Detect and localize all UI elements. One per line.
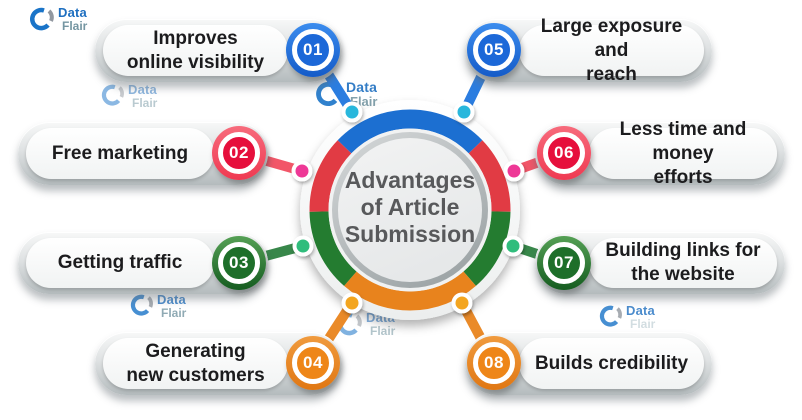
dot-green-left — [296, 239, 310, 253]
number-badge-value: 06 — [543, 132, 585, 174]
brand-data-label: Data — [157, 292, 186, 307]
number-badge-value: 02 — [218, 132, 260, 174]
center-title-line3: Submission — [344, 221, 476, 247]
number-badge-02: 02 — [212, 126, 266, 180]
number-badge-value: 04 — [292, 342, 334, 384]
dot-cyan-left — [345, 105, 359, 119]
dataflair-icon — [101, 84, 124, 106]
advantage-label-02: Free marketing — [26, 128, 214, 179]
number-badge-value: 08 — [473, 342, 515, 384]
advantage-label-01: Improves online visibility — [103, 25, 288, 76]
brand-data-label: Data — [58, 5, 87, 20]
center-title: Advantages of Article Submission — [328, 167, 492, 248]
center-title-line1: Advantages — [344, 167, 476, 193]
number-badge-value: 05 — [473, 29, 515, 71]
rim-dots — [291, 101, 525, 314]
dot-cyan-right — [457, 105, 471, 119]
dataflair-icon — [130, 294, 153, 316]
advantage-pill-07: Building links for the website 07 — [535, 232, 785, 294]
advantage-pill-06: Less time and money efforts 06 — [535, 119, 785, 188]
dataflair-logo: Data Flair — [129, 293, 186, 319]
dot-pink-left — [295, 164, 309, 178]
advantage-label-05: Large exposure and reach — [519, 16, 704, 85]
brand-flair-label: Flair — [370, 324, 396, 338]
brand-flair-label: Flair — [630, 317, 656, 331]
dataflair-icon — [30, 7, 54, 31]
brand-data-label: Data — [128, 82, 157, 97]
ring-segment-red-left — [309, 140, 352, 212]
center-title-line2: of Article — [360, 194, 460, 220]
number-badge-value: 03 — [218, 242, 260, 284]
ring-segment-green-right — [463, 211, 511, 286]
number-badge-value: 07 — [543, 242, 585, 284]
brand-flair-label: Flair — [62, 19, 88, 33]
number-badge-06: 06 — [537, 126, 591, 180]
dot-orange-left — [345, 296, 359, 310]
advantage-pill-01: Improves online visibility 01 — [95, 19, 342, 82]
ring-segment-red-right — [468, 140, 511, 212]
advantage-label-07: Building links for the website — [589, 238, 777, 288]
brand-data-label: Data — [626, 303, 655, 318]
wheel-inner-disc — [338, 138, 482, 282]
dataflair-logo: Data Flair — [100, 83, 157, 109]
advantage-pill-03: Getting traffic 03 — [18, 232, 268, 294]
advantage-pill-05: Large exposure and reach 05 — [465, 16, 712, 85]
ring-segment-orange — [344, 271, 476, 311]
advantage-label-08: Builds credibility — [519, 338, 704, 389]
number-badge-08: 08 — [467, 336, 521, 390]
dot-green-right — [506, 239, 520, 253]
number-badge-04: 04 — [286, 336, 340, 390]
number-badge-05: 05 — [467, 23, 521, 77]
advantage-label-03: Getting traffic — [26, 238, 214, 288]
advantage-label-04: Generating new customers — [103, 338, 288, 389]
dataflair-icon — [599, 305, 622, 327]
ring-segment-green-left — [309, 211, 357, 286]
dataflair-logo: Data Flair — [598, 304, 655, 330]
center-wheel — [300, 100, 520, 320]
advantage-pill-08: Builds credibility 08 — [465, 332, 712, 395]
brand-data-label: Data — [346, 79, 378, 95]
brand-flair-label: Flair — [161, 306, 187, 320]
number-badge-03: 03 — [212, 236, 266, 290]
number-badge-value: 01 — [292, 29, 334, 71]
number-badge-07: 07 — [537, 236, 591, 290]
number-badge-01: 01 — [286, 23, 340, 77]
brand-flair-label: Flair — [132, 96, 158, 110]
ring-segment-blue — [337, 109, 483, 154]
advantage-label-06: Less time and money efforts — [589, 119, 777, 188]
dot-orange-right — [455, 296, 469, 310]
dot-pink-right — [507, 164, 521, 178]
advantage-pill-02: Free marketing 02 — [18, 122, 268, 185]
advantage-pill-04: Generating new customers 04 — [95, 332, 342, 395]
dataflair-logo: Data Flair — [28, 6, 87, 34]
wheel-ring-segments — [309, 109, 511, 311]
